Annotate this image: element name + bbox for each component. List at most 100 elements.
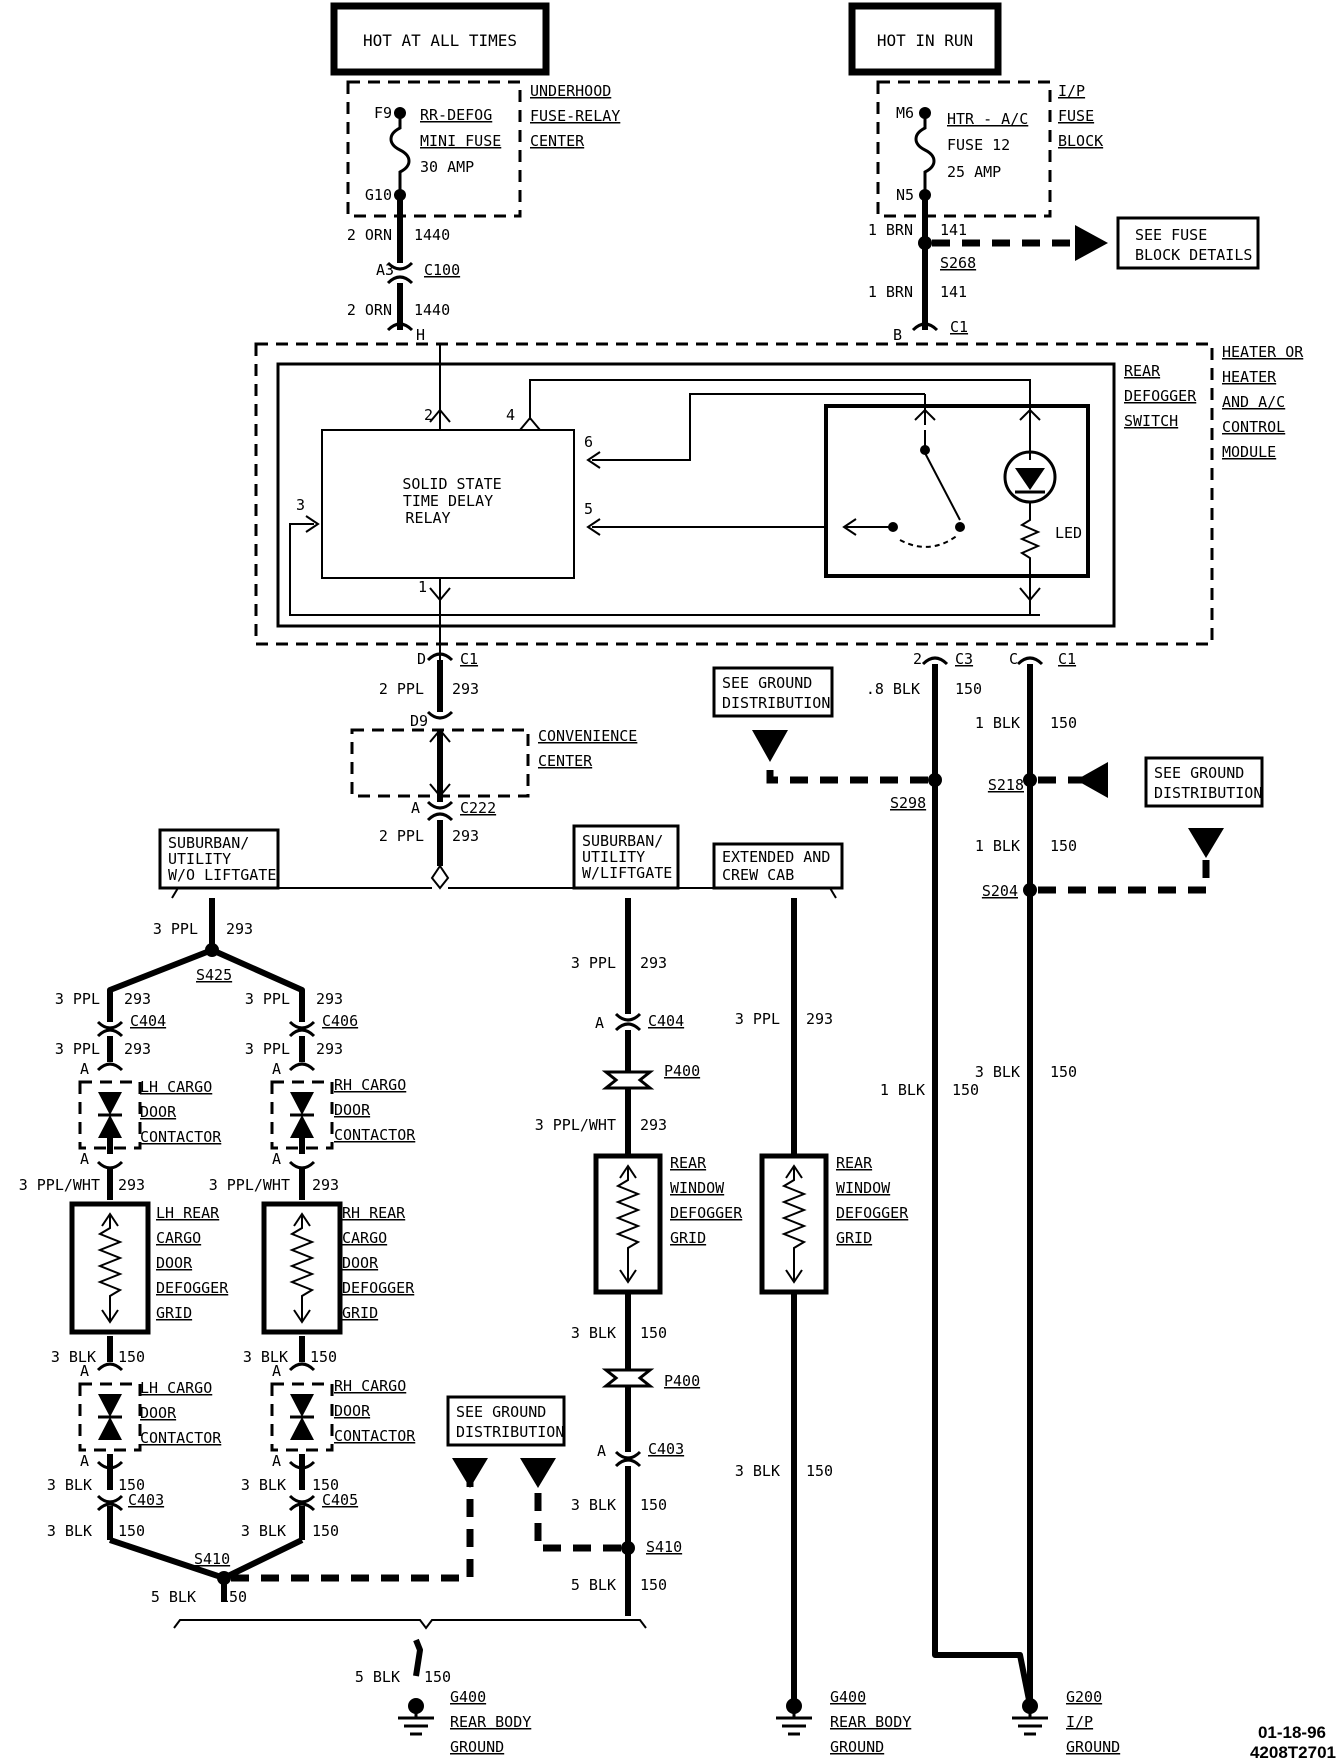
circuit-number: 150 bbox=[118, 1476, 145, 1494]
ground-label: REAR BODY bbox=[830, 1713, 911, 1731]
contactor-label: CONTACTOR bbox=[140, 1429, 222, 1447]
g400-ground-left: G400 REAR BODY GROUND bbox=[450, 1688, 531, 1756]
circuit-number: 293 bbox=[124, 990, 151, 1008]
wire-color: 3 PPL bbox=[55, 990, 100, 1008]
circuit-number: 293 bbox=[124, 1040, 151, 1058]
panel-label: I/P bbox=[1058, 82, 1085, 100]
wire-color: 3 PPL bbox=[571, 954, 616, 972]
branch-bus: SUBURBAN/ UTILITY W/O LIFTGATE SUBURBAN/… bbox=[158, 824, 844, 899]
grid-label: GRID bbox=[836, 1229, 872, 1247]
connector-label: P400 bbox=[664, 1062, 700, 1080]
wire-color: 3 BLK bbox=[241, 1476, 286, 1494]
panel-label: UNDERHOOD bbox=[530, 82, 611, 100]
fuse-type: FUSE 12 bbox=[947, 136, 1010, 154]
grid-label: CARGO bbox=[156, 1229, 201, 1247]
wire-color: 5 BLK bbox=[151, 1588, 196, 1606]
pin-label: 2 bbox=[913, 650, 922, 668]
reference-text: DISTRIBUTION bbox=[1154, 784, 1262, 802]
grid-label: REAR bbox=[670, 1154, 707, 1172]
wire-color: 1 BLK bbox=[975, 837, 1020, 855]
fuse-rating: 30 AMP bbox=[420, 158, 474, 176]
pin-label: A bbox=[272, 1362, 281, 1380]
relay-label: RELAY bbox=[405, 509, 450, 527]
circuit-number: 150 bbox=[312, 1522, 339, 1540]
ground-label: G200 bbox=[1066, 1688, 1102, 1706]
circuit-number: 150 bbox=[640, 1496, 667, 1514]
ground-label: GROUND bbox=[450, 1738, 504, 1756]
fuse-pin-m6: M6 bbox=[896, 104, 914, 122]
contactor-label: CONTACTOR bbox=[140, 1128, 222, 1146]
contactor-label: DOOR bbox=[140, 1404, 177, 1422]
contactor-label: CONTACTOR bbox=[334, 1427, 416, 1445]
ground-label: G400 bbox=[450, 1688, 486, 1706]
module-label: HEATER bbox=[1222, 368, 1277, 386]
convenience-label: CENTER bbox=[538, 752, 593, 770]
wire-color: 3 BLK bbox=[47, 1522, 92, 1540]
circuit-number: 293 bbox=[452, 827, 479, 845]
grid-label: DEFOGGER bbox=[836, 1204, 909, 1222]
fuse-pin-g10: G10 bbox=[365, 186, 392, 204]
connector-label: C404 bbox=[130, 1012, 166, 1030]
hot-in-run-box: HOT IN RUN bbox=[848, 2, 1002, 76]
pin-number: 3 bbox=[296, 496, 305, 514]
wire-color: 3 PPL/WHT bbox=[535, 1116, 616, 1134]
connector-label: C405 bbox=[322, 1491, 358, 1509]
grid-label: WINDOW bbox=[670, 1179, 725, 1197]
hot-in-run-label: HOT IN RUN bbox=[877, 31, 973, 50]
reference-text: BLOCK DETAILS bbox=[1135, 246, 1252, 264]
htr-ac-fuse: M6 N5 HTR - A/C FUSE 12 25 AMP I/P FUSE … bbox=[876, 80, 1103, 218]
hot-at-all-times-box: HOT AT ALL TIMES bbox=[330, 2, 550, 76]
wire-color: 2 PPL bbox=[379, 680, 424, 698]
diagram-date: 01-18-96 bbox=[1258, 1723, 1326, 1742]
grid-label: LH REAR bbox=[156, 1204, 220, 1222]
contactor-label: LH CARGO bbox=[140, 1379, 212, 1397]
wire-color: 1 BLK bbox=[975, 714, 1020, 732]
connector-label: P400 bbox=[664, 1372, 700, 1390]
ground-label: REAR BODY bbox=[450, 1713, 531, 1731]
grid-label: CARGO bbox=[342, 1229, 387, 1247]
wire-color: .8 BLK bbox=[866, 680, 920, 698]
wire-color: 3 BLK bbox=[735, 1462, 780, 1480]
variant-label: SUBURBAN/ bbox=[168, 834, 249, 852]
wire-color: 3 BLK bbox=[241, 1522, 286, 1540]
wire-color: 3 BLK bbox=[571, 1496, 616, 1514]
splice-label: S425 bbox=[196, 966, 232, 984]
reference-text: DISTRIBUTION bbox=[722, 694, 830, 712]
circuit-number: 150 bbox=[806, 1462, 833, 1480]
g200-ground: G200 I/P GROUND bbox=[1012, 1688, 1120, 1756]
fuse-pin-f9: F9 bbox=[374, 104, 392, 122]
variant-label: EXTENDED AND bbox=[722, 848, 830, 866]
wire-color: 3 PPL/WHT bbox=[19, 1176, 100, 1194]
wire-color: 1 BLK bbox=[880, 1081, 925, 1099]
pin-label: A bbox=[597, 1442, 606, 1460]
pin-label: H bbox=[416, 326, 425, 344]
circuit-number: 150 bbox=[1050, 714, 1077, 732]
fuse-type: MINI FUSE bbox=[420, 132, 501, 150]
grid-label: DEFOGGER bbox=[342, 1279, 415, 1297]
wire-color: 3 BLK bbox=[975, 1063, 1020, 1081]
ground-label: I/P bbox=[1066, 1713, 1093, 1731]
wire-color: 3 PPL bbox=[153, 920, 198, 938]
pin-label: A bbox=[595, 1014, 604, 1032]
pin-number: 5 bbox=[584, 500, 593, 518]
see-fuse-block-details: SEE FUSE BLOCK DETAILS bbox=[1116, 216, 1260, 270]
wire-color: 3 PPL bbox=[735, 1010, 780, 1028]
fuse-pin-n5: N5 bbox=[896, 186, 914, 204]
panel-label: CENTER bbox=[530, 132, 585, 150]
connector-label: C1 bbox=[950, 318, 968, 336]
rr-defog-fuse: F9 G10 RR-DEFOG MINI FUSE 30 AMP UNDERHO… bbox=[346, 80, 620, 218]
grid-label: DEFOGGER bbox=[670, 1204, 743, 1222]
variant-label: W/LIFTGATE bbox=[582, 864, 672, 882]
pin-label: A bbox=[272, 1150, 281, 1168]
pin-label: D bbox=[417, 650, 426, 668]
circuit-number: 293 bbox=[312, 1176, 339, 1194]
grid-label: GRID bbox=[670, 1229, 706, 1247]
connector-label: C404 bbox=[648, 1012, 684, 1030]
circuit-number: 293 bbox=[640, 954, 667, 972]
wire-141: 1 BRN 141 S268 1 BRN 141 B C1 bbox=[868, 195, 1108, 344]
crew-cab-circuit: 3 PPL 293 REAR WINDOW DEFOGGER GRID 3 BL… bbox=[735, 898, 911, 1756]
led-label: LED bbox=[1055, 524, 1082, 542]
circuit-number: 293 bbox=[806, 1010, 833, 1028]
circuit-number: 293 bbox=[452, 680, 479, 698]
wire-150-c3: 2 C3 .8 BLK 150 S298 1 BLK 150 bbox=[752, 650, 1033, 1706]
